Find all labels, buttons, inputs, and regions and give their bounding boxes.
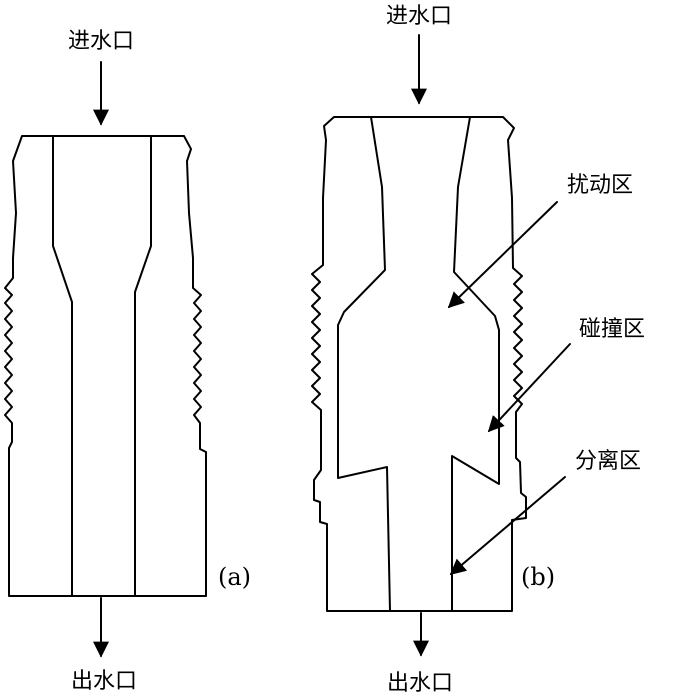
zone-label-disturbance: 扰动区 <box>567 173 633 198</box>
zone-label-separation: 分离区 <box>575 449 641 474</box>
inlet-label-b: 进水口 <box>386 4 452 29</box>
zone-label-collision: 碰撞区 <box>579 317 645 342</box>
figure-tag-b: (b) <box>521 563 555 591</box>
outlet-label-a: 出水口 <box>71 669 137 694</box>
inner-channel-left-a <box>52 135 73 597</box>
inner-wall-left-b <box>337 116 391 612</box>
pointer-disturbance <box>447 201 558 309</box>
figure-tag-a: (a) <box>218 563 251 591</box>
pointer-collision <box>487 343 571 433</box>
figure-b: 进水口 (b) 扰动区 碰撞区 分离区 出水口 <box>311 4 645 696</box>
nozzle-body-b <box>311 116 527 612</box>
inner-channel-right-a <box>134 135 152 597</box>
figure-a: 进水口 (a) 出水口 <box>4 29 251 694</box>
inlet-label-a: 进水口 <box>68 29 134 54</box>
outlet-label-b: 出水口 <box>387 671 453 696</box>
pointer-separation <box>449 476 566 576</box>
nozzle-body-a <box>4 135 207 597</box>
inner-wall-right-b <box>451 116 500 612</box>
